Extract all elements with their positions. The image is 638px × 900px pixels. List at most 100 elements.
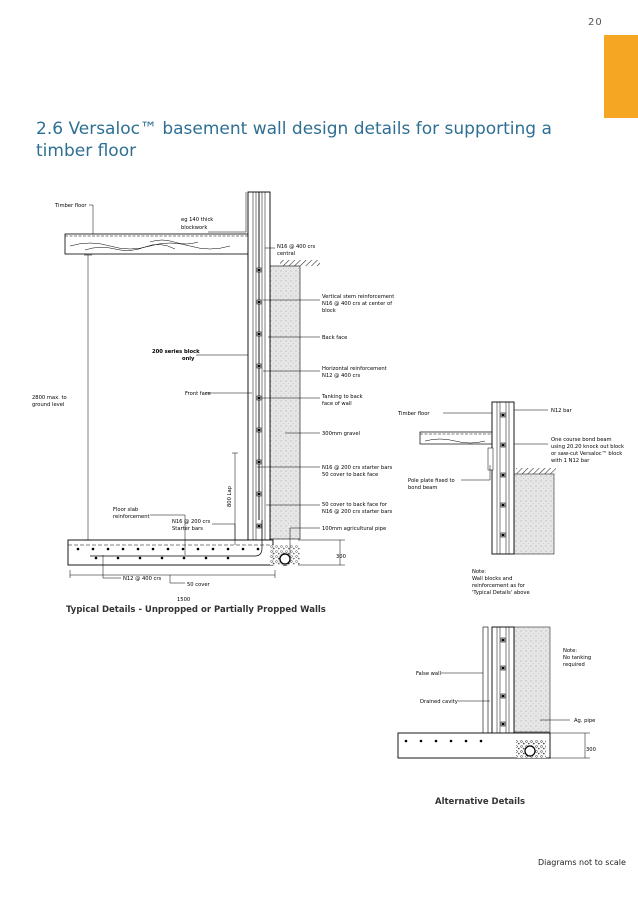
label-timber-floor: Timber floor bbox=[54, 203, 87, 209]
label-n16-top-2: central bbox=[277, 251, 295, 257]
label-max-2: ground level bbox=[32, 402, 64, 408]
label-drained-cavity: Drained cavity bbox=[420, 699, 458, 705]
slab-bar-top bbox=[196, 547, 200, 551]
label-note-1: Note: bbox=[472, 569, 486, 575]
ag-pipe-alt bbox=[524, 745, 536, 757]
alt-wall-bar-dot bbox=[501, 638, 505, 642]
slab-bar-bottom bbox=[138, 556, 142, 560]
slab-bar-top bbox=[211, 547, 215, 551]
gravel-backfill bbox=[269, 265, 301, 540]
slab-bar-bottom bbox=[204, 556, 208, 560]
label-slab-2: reinforcement bbox=[113, 514, 150, 520]
footer-note: Diagrams not to scale bbox=[538, 858, 626, 867]
alt-slab-bar bbox=[449, 739, 453, 743]
label-horizontal-1: Horizontal reinforcement bbox=[322, 366, 387, 372]
label-max-1: 2800 max. to bbox=[32, 395, 67, 401]
label-note-2: Wall blocks and bbox=[472, 576, 512, 582]
label-cover-50: 50 cover bbox=[187, 582, 211, 588]
alt-wall-bar-dot bbox=[501, 694, 505, 698]
label-pole-2: bond beam bbox=[408, 485, 437, 491]
label-n12: N12 @ 400 crs bbox=[123, 576, 162, 582]
slab-bar-top bbox=[76, 547, 80, 551]
label-alt-agpipe: Ag. pipe bbox=[574, 718, 595, 724]
label-starter-1: N16 @ 200 crs starter bars bbox=[322, 465, 393, 471]
right-wall-bar-dot bbox=[501, 503, 505, 507]
label-vertical-1: Vertical stem reinforcement bbox=[322, 294, 394, 300]
horizontal-bar-dot bbox=[257, 332, 261, 336]
label-horizontal-2: N12 @ 400 crs bbox=[322, 373, 361, 379]
slab-bar-bottom bbox=[116, 556, 120, 560]
label-front-face: Front face bbox=[185, 391, 211, 397]
label-vertical-2: N16 @ 400 crs at center of bbox=[322, 301, 392, 307]
horizontal-bar-dot bbox=[257, 364, 261, 368]
floor-slab bbox=[67, 520, 274, 566]
label-series-1: 200 series block bbox=[152, 349, 200, 355]
label-false-wall: False wall bbox=[416, 671, 441, 677]
label-bond-3: or saw-cut Versaloc™ block bbox=[551, 451, 622, 457]
label-right-n12bar: N12 bar bbox=[551, 408, 573, 414]
slab-bar-bottom bbox=[182, 556, 186, 560]
slab-bar-top bbox=[181, 547, 185, 551]
timber-floor bbox=[64, 233, 259, 261]
slab-bar-top bbox=[256, 547, 260, 551]
label-dim-1500: 1500 bbox=[177, 597, 190, 603]
label-gravel: 300mm gravel bbox=[322, 431, 360, 437]
alternative-detail: Note: No tanking required False wall Dra… bbox=[397, 626, 596, 807]
label-note-4: 'Typical Details' above bbox=[472, 590, 530, 596]
label-blockwork-1: eg 140 thick bbox=[181, 217, 213, 223]
label-slab-1: Floor slab bbox=[113, 507, 139, 513]
label-bond-4: with 1 N12 bar bbox=[551, 458, 590, 464]
label-blockwork-2: blockwork bbox=[181, 225, 207, 231]
alt-wall-bar-dot bbox=[501, 666, 505, 670]
alt-slab-bar bbox=[434, 739, 438, 743]
slab-bar-top bbox=[121, 547, 125, 551]
label-bond-1: One course bond beam bbox=[551, 437, 612, 443]
slab-bar-top bbox=[151, 547, 155, 551]
right-wall-bar-dot bbox=[501, 473, 505, 477]
label-bond-2: using 20.20 knock out block bbox=[551, 444, 624, 450]
label-alt-dim-300: 300 bbox=[586, 747, 596, 753]
label-dim-300: 300 bbox=[336, 554, 346, 560]
label-alt-note-3: required bbox=[563, 662, 585, 668]
bond-beam-detail: Timber floor N12 bar One course bond bea… bbox=[397, 401, 624, 596]
page-number: 20 bbox=[588, 17, 603, 28]
accent-tab bbox=[604, 35, 638, 118]
dimension-lines bbox=[69, 254, 345, 578]
label-alt-note-2: No tanking bbox=[563, 655, 591, 661]
alt-slab-bar bbox=[464, 739, 468, 743]
label-lap: 800 Lap bbox=[227, 485, 233, 507]
label-n16-200-2: Starter bars bbox=[172, 526, 203, 532]
caption-alternative: Alternative Details bbox=[435, 797, 525, 807]
label-n16-top-1: N16 @ 400 crs bbox=[277, 244, 316, 250]
label-tanking-2: face of wall bbox=[322, 401, 352, 407]
alt-slab-bar bbox=[404, 739, 408, 743]
label-right-timber-floor: Timber floor bbox=[397, 411, 430, 417]
label-agpipe: 100mm agricultural pipe bbox=[322, 526, 386, 532]
horizontal-bar-dot bbox=[257, 300, 261, 304]
alt-wall-bar-dot bbox=[501, 722, 505, 726]
slab-bar-bottom bbox=[226, 556, 230, 560]
slab-bar-top bbox=[241, 547, 245, 551]
horizontal-bar-dot bbox=[257, 268, 261, 272]
typical-detail: Timber floor eg 140 thick blockwork N16 … bbox=[32, 191, 394, 615]
leader-lines bbox=[89, 192, 320, 584]
label-cover-1: 50 cover to back face for bbox=[322, 502, 388, 508]
caption-typical: Typical Details - Unpropped or Partially… bbox=[66, 605, 326, 615]
label-series-2: only bbox=[182, 356, 195, 362]
right-wall-bar-dot bbox=[501, 443, 505, 447]
slab-bar-top bbox=[226, 547, 230, 551]
slab-bar-bottom bbox=[160, 556, 164, 560]
label-vertical-3: block bbox=[322, 308, 336, 314]
label-pole-1: Pole plate fixed to bbox=[408, 478, 455, 484]
slab-bar-top bbox=[91, 547, 95, 551]
label-n16-200-1: N16 @ 200 crs bbox=[172, 519, 211, 525]
slab-bar-top bbox=[106, 547, 110, 551]
soil-hatch bbox=[280, 260, 320, 266]
alt-slab-bar bbox=[479, 739, 483, 743]
horizontal-bar-dot bbox=[257, 492, 261, 496]
horizontal-bar-dot bbox=[257, 428, 261, 432]
slab-bar-bottom bbox=[94, 556, 98, 560]
label-cover-2: N16 @ 200 crs starter bars bbox=[322, 509, 393, 515]
